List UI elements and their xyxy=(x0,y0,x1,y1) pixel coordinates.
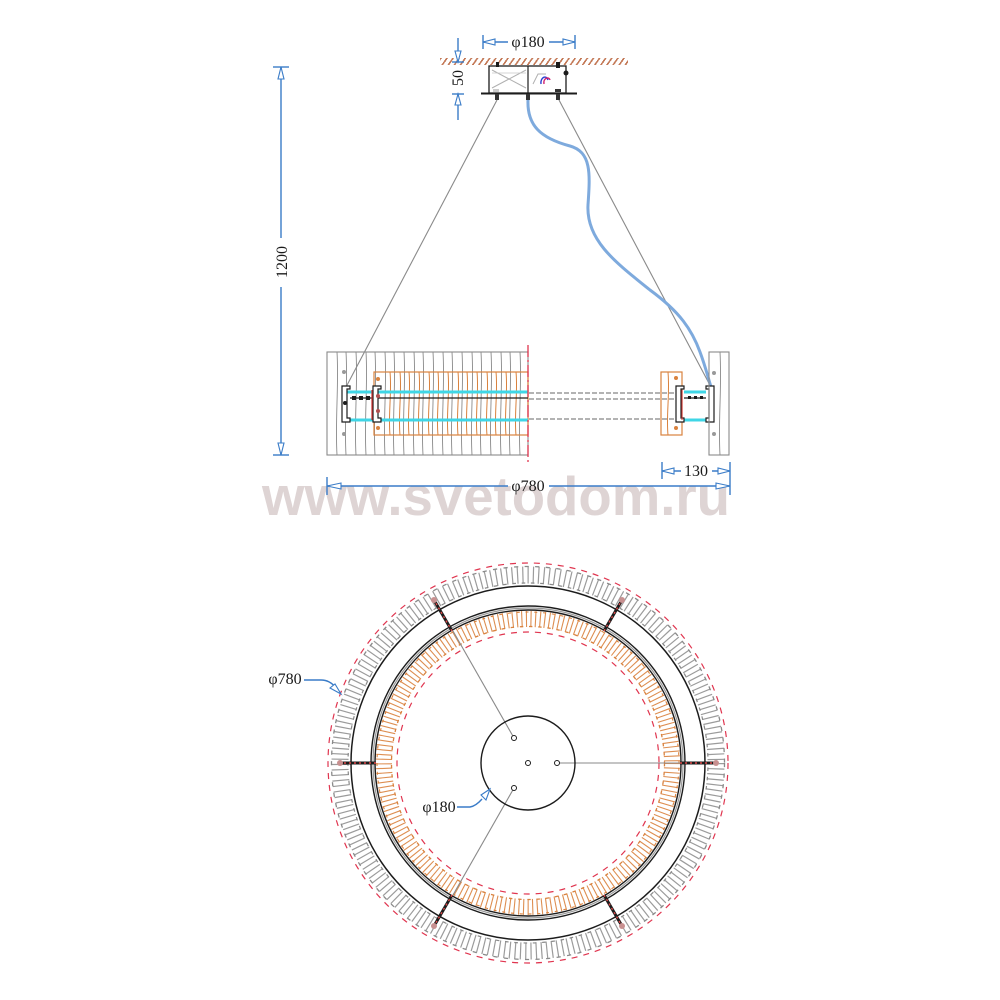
canopy-disk xyxy=(480,715,576,811)
outer-envelope xyxy=(327,562,729,964)
dim-ring-width: 130 xyxy=(661,462,731,480)
watermark: www.svetodom.ru xyxy=(261,465,730,527)
overall-height-label: 1200 xyxy=(274,246,291,278)
ring-width-label: 130 xyxy=(684,463,708,480)
suspension-wire-right xyxy=(558,99,713,390)
canopy-height-label: 50 xyxy=(450,70,467,86)
dim-overall-height: 1200 xyxy=(273,66,291,456)
dim-ring-diameter-side: φ780 xyxy=(326,462,731,495)
power-cable xyxy=(526,99,714,391)
ring-brackets xyxy=(337,597,719,929)
dim-canopy-diameter: φ180 xyxy=(482,34,576,51)
canopy-diameter-label-top: φ180 xyxy=(422,799,455,816)
ceiling-hatch xyxy=(440,58,628,65)
dim-canopy-diameter-top: φ180 xyxy=(422,787,492,816)
top-view: φ780 φ180 xyxy=(268,562,729,964)
canopy-diameter-label: φ180 xyxy=(511,34,544,51)
ring-profile-right xyxy=(660,351,730,456)
ring-diameter-label-side: φ780 xyxy=(511,478,544,495)
ring-diameter-label-top: φ780 xyxy=(268,671,301,688)
dim-canopy-height: 50 xyxy=(450,38,467,120)
suspension-wire-left xyxy=(344,99,498,390)
dim-ring-diameter-top: φ780 xyxy=(268,671,343,696)
canopy xyxy=(481,62,577,100)
support-rods xyxy=(529,392,676,420)
ring-section-left xyxy=(326,351,529,456)
